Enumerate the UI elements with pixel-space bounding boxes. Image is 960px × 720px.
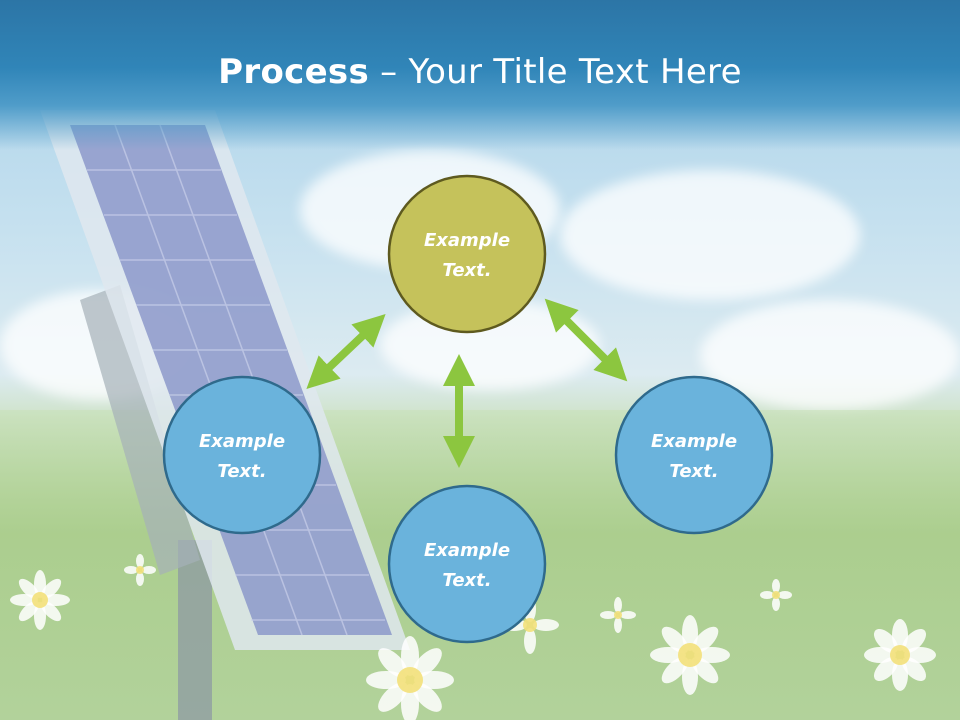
node-bottom[interactable]: Example Text. [387, 484, 547, 644]
node-bottom-label-line2: Text. [442, 570, 491, 591]
node-left[interactable]: Example Text. [162, 375, 322, 535]
daisy [760, 579, 792, 611]
daisy [366, 636, 454, 720]
node-left-label-line2: Text. [217, 461, 266, 482]
node-top-label-line2: Text. [442, 260, 491, 281]
node-right-circle [614, 375, 774, 535]
arrow-top-right [544, 298, 628, 382]
cloud [560, 170, 860, 300]
daisy [864, 619, 936, 691]
arrow-top-left [306, 314, 386, 389]
daisy [650, 615, 730, 695]
node-left-circle [162, 375, 322, 535]
daisy [600, 597, 636, 633]
node-top-circle [387, 174, 547, 334]
title-bar [0, 0, 960, 150]
daisy [124, 554, 156, 586]
node-right-label-line1: Example [651, 431, 737, 452]
node-top-label-line1: Example [424, 230, 510, 251]
title-bold: Process [218, 52, 370, 92]
node-top[interactable]: Example Text. [387, 174, 547, 334]
slide-title[interactable]: Process – Your Title Text Here [0, 52, 960, 92]
node-right[interactable]: Example Text. [614, 375, 774, 535]
node-bottom-label-line1: Example [424, 540, 510, 561]
daisy [10, 570, 70, 630]
node-bottom-circle [387, 484, 547, 644]
node-left-label-line1: Example [199, 431, 285, 452]
cloud [700, 300, 960, 410]
node-right-label-line2: Text. [669, 461, 718, 482]
title-rest: – Your Title Text Here [369, 52, 742, 92]
